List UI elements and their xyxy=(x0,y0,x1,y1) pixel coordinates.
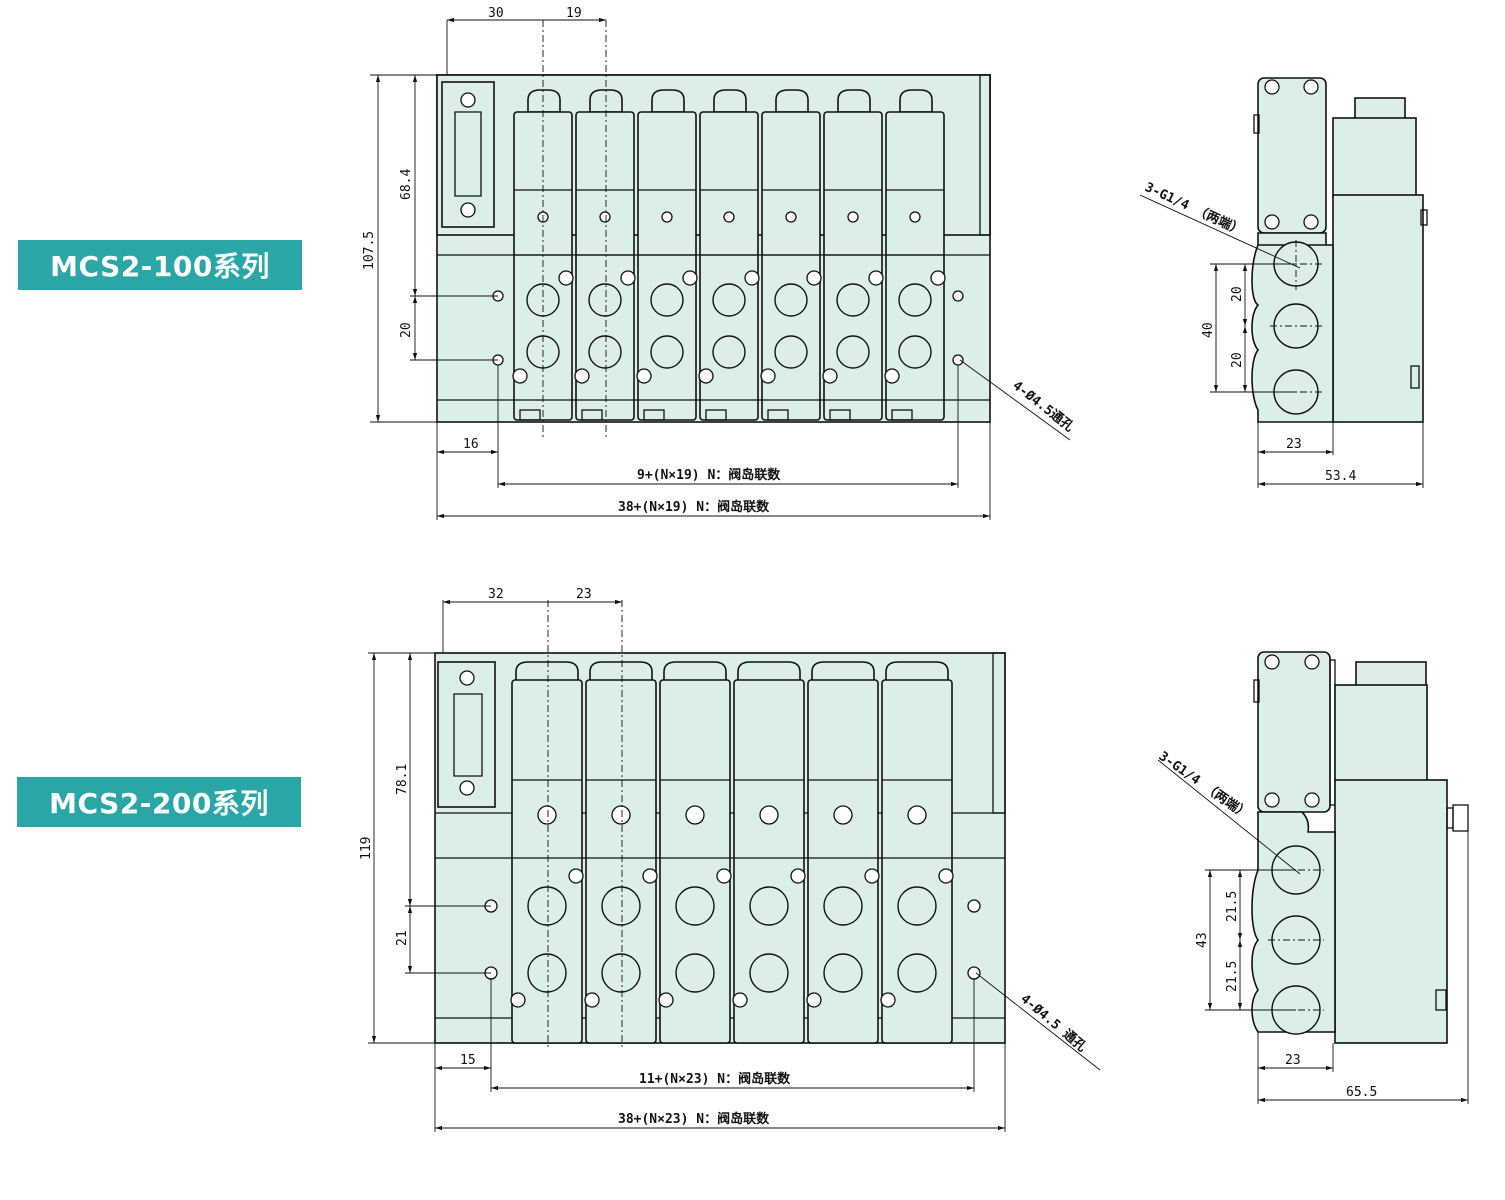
pitch-a: 20 xyxy=(1230,286,1245,302)
dim-height-upper: 78.1 xyxy=(395,764,410,795)
ports-note: 3-G1/4 （两端） xyxy=(1156,748,1253,822)
valve-station xyxy=(636,89,698,421)
pitch-a: 21.5 xyxy=(1225,891,1240,922)
valve-station xyxy=(698,89,760,421)
dim-left-offset: 16 xyxy=(463,437,479,452)
dim-b: 19 xyxy=(566,6,582,21)
valve-station xyxy=(584,661,658,1044)
dim-height-total: 119 xyxy=(359,837,374,860)
valve-station xyxy=(806,661,880,1044)
pitch-b: 21.5 xyxy=(1225,961,1240,992)
dim-height-total: 107.5 xyxy=(362,231,377,270)
top-front-view: 30 19 107.5 68.4 20 16 9+(N×19) N：阀岛联数 3… xyxy=(362,6,1077,520)
series-200-badge: MCS2-200系列 xyxy=(17,777,301,827)
valve-station xyxy=(658,661,732,1044)
top-side-view: 3-G1/4 （两端） 40 20 20 23 53.4 xyxy=(1139,77,1428,488)
d-sub-connector-icon xyxy=(437,661,496,808)
series-100-badge: MCS2-100系列 xyxy=(18,240,302,290)
valve-station xyxy=(510,661,584,1044)
dim-a: 30 xyxy=(488,6,504,21)
pitch-b: 20 xyxy=(1230,352,1245,368)
dim-left-offset: 15 xyxy=(460,1053,476,1068)
dim-b: 23 xyxy=(576,587,592,602)
holes-note: 4-Ø4.5通孔 xyxy=(1010,378,1077,436)
depth: 53.4 xyxy=(1325,469,1356,484)
pitch-total: 40 xyxy=(1201,322,1216,338)
valve-station xyxy=(822,89,884,421)
dim-height-upper: 68.4 xyxy=(399,169,414,200)
valve-station xyxy=(732,661,806,1044)
depth: 65.5 xyxy=(1346,1085,1377,1100)
port-offset: 23 xyxy=(1286,437,1302,452)
dim-port-pitch: 21 xyxy=(395,930,410,946)
dim-overall-length: 38+(N×23) N：阀岛联数 xyxy=(618,1111,770,1127)
dim-overall-length: 38+(N×19) N：阀岛联数 xyxy=(618,499,770,515)
valve-station xyxy=(880,661,954,1044)
bottom-side-view: 3-G1/4 （两端） 43 21.5 21.5 23 65.5 xyxy=(1156,651,1469,1104)
valve-station xyxy=(760,89,822,421)
holes-note: 4-Ø4.5 通孔 xyxy=(1017,991,1089,1055)
dim-inner-length: 11+(N×23) N：阀岛联数 xyxy=(639,1071,791,1087)
valve-stations xyxy=(510,661,954,1044)
ports-note: 3-G1/4 （两端） xyxy=(1142,179,1246,239)
pitch-total: 43 xyxy=(1195,932,1210,948)
dim-port-pitch: 20 xyxy=(399,322,414,338)
port-offset: 23 xyxy=(1285,1053,1301,1068)
dim-a: 32 xyxy=(488,587,504,602)
d-sub-connector-icon xyxy=(441,81,495,228)
bottom-front-view: 32 23 119 78.1 21 15 11+(N×23) N：阀岛联数 38… xyxy=(359,587,1101,1132)
dim-inner-length: 9+(N×19) N：阀岛联数 xyxy=(637,467,781,483)
